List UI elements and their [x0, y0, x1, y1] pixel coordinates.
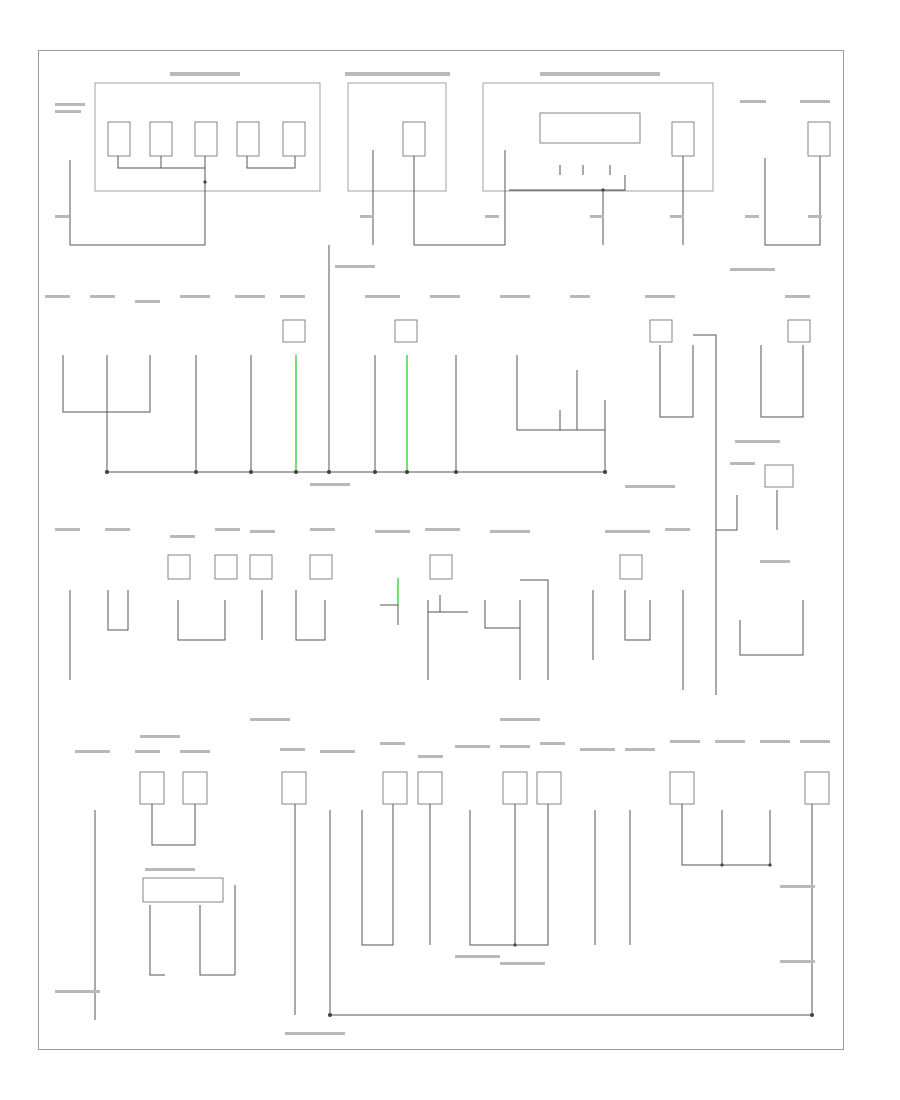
component-box	[671, 121, 695, 157]
component-box	[429, 554, 453, 580]
component-box	[194, 121, 218, 157]
group-box-center	[347, 82, 447, 192]
component-box	[107, 121, 131, 157]
diagram-frame	[38, 50, 844, 1050]
component-box	[214, 554, 238, 580]
component-box	[281, 771, 307, 805]
component-box	[649, 319, 673, 343]
component-box	[764, 464, 794, 488]
component-box	[417, 771, 443, 805]
component-box	[807, 121, 831, 157]
component-box	[309, 554, 333, 580]
control-module-box	[539, 112, 641, 144]
component-box	[282, 319, 306, 343]
component-box	[382, 771, 408, 805]
component-box	[282, 121, 306, 157]
section-top	[55, 72, 831, 246]
component-box	[787, 319, 811, 343]
component-box	[619, 554, 643, 580]
component-box	[167, 554, 191, 580]
section-second	[45, 245, 811, 695]
component-box	[804, 771, 830, 805]
section-third	[55, 462, 804, 690]
group-box-left	[94, 82, 321, 192]
component-box	[502, 771, 528, 805]
component-box	[394, 319, 418, 343]
component-box	[139, 771, 165, 805]
section-bottom	[55, 718, 830, 1035]
component-box	[236, 121, 260, 157]
component-box	[249, 554, 273, 580]
component-box	[669, 771, 695, 805]
group-box-right	[482, 82, 714, 192]
component-box	[149, 121, 173, 157]
component-box	[402, 121, 426, 157]
control-module-box	[142, 877, 224, 903]
component-box	[182, 771, 208, 805]
component-box	[536, 771, 562, 805]
